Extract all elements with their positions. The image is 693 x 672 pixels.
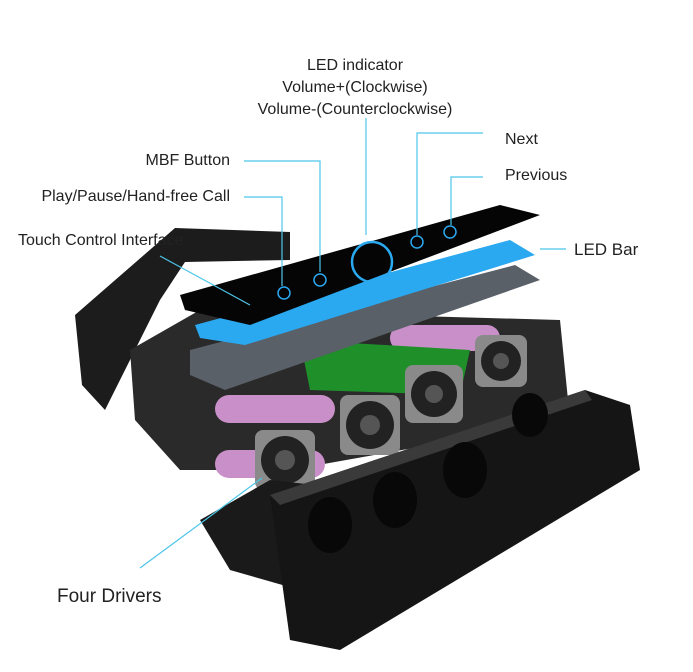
driver-hole	[512, 393, 548, 437]
led-ring	[350, 240, 394, 284]
volume-up-label: Volume+(Clockwise)	[282, 79, 428, 96]
mid-plate	[190, 265, 540, 390]
front-shell-top	[270, 390, 592, 505]
mbf-button-label: MBF Button	[145, 152, 230, 169]
front-shell	[270, 390, 640, 650]
led-bar-label: LED Bar	[574, 240, 639, 259]
play-button-icon	[277, 286, 291, 300]
rear-shell	[75, 228, 290, 410]
next-label: Next	[505, 131, 538, 148]
touch-control-label: Touch Control Interface	[18, 232, 184, 249]
play-pause-label: Play/Pause/Hand-free Call	[41, 188, 230, 205]
driver-hole	[373, 472, 417, 528]
driver-hole	[443, 442, 487, 498]
battery	[215, 395, 335, 423]
led-indicator-label: LED indicator	[306, 57, 404, 74]
previous-button-icon	[443, 225, 457, 239]
next-button-icon	[410, 235, 424, 249]
touch-panel	[180, 205, 540, 325]
volume-down-label: Volume-(Counterclockwise)	[257, 101, 453, 118]
four-drivers-label: Four Drivers	[57, 586, 162, 607]
leader-lines	[139, 118, 566, 569]
previous-label: Previous	[505, 167, 568, 184]
drivers	[255, 335, 527, 490]
led-bar-layer	[195, 240, 535, 345]
battery	[390, 325, 500, 351]
mbf-button-icon	[313, 273, 327, 287]
driver-hole	[308, 497, 352, 553]
